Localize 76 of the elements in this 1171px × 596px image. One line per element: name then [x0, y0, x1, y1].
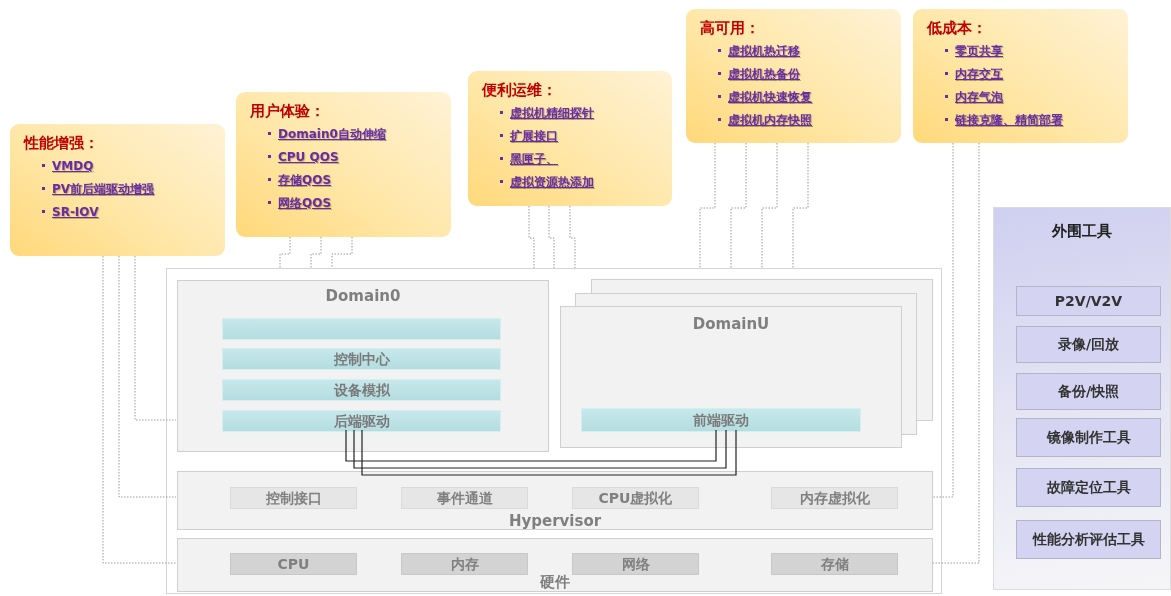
feature-link: 链接克隆、精简部署	[947, 111, 1063, 129]
dotted-connector	[548, 205, 555, 269]
feature-card	[686, 9, 901, 143]
feature-link: 零页共享	[947, 42, 1003, 60]
hardware-bar: 存储	[771, 553, 898, 575]
feature-link: SR-IOV	[44, 203, 99, 221]
dotted-connector	[761, 142, 778, 269]
tool-box: 镜像制作工具	[1016, 418, 1161, 457]
layer-panel	[177, 471, 933, 530]
feature-link: 虚拟机快速恢复	[720, 88, 812, 106]
dotted-connector	[792, 142, 809, 269]
dotted-connector	[118, 255, 177, 498]
dotted-connector	[279, 236, 291, 269]
card-heading: 用户体验：	[250, 102, 326, 121]
layer-panel	[177, 538, 933, 592]
module-bar: 控制中心	[222, 348, 501, 370]
module-bar: 设备模拟	[222, 379, 501, 401]
card-heading: 高可用：	[700, 19, 761, 38]
tool-box: 性能分析评估工具	[1016, 520, 1161, 559]
feature-link: 虚拟资源热添加	[502, 173, 594, 191]
feature-link: Domain0自动伸缩	[270, 125, 386, 143]
feature-link: 网络QOS	[270, 194, 332, 212]
feature-link: PV前后端驱动增强	[44, 180, 155, 198]
feature-link: 虚拟机内存快照	[720, 111, 812, 129]
dotted-connector	[134, 255, 177, 421]
hardware-bar: 内存	[401, 553, 528, 575]
dotted-connector	[310, 236, 322, 269]
panel-title: 硬件	[540, 573, 570, 592]
component-bar: 内存虚拟化	[771, 487, 898, 509]
card-heading: 便利运维：	[482, 81, 558, 100]
tool-box: 故障定位工具	[1016, 468, 1161, 507]
component-bar: 控制接口	[230, 487, 357, 509]
feature-link: 黑匣子、	[502, 150, 558, 168]
dotted-connector	[102, 255, 177, 564]
component-bar: CPU虚拟化	[572, 487, 699, 509]
feature-link: 虚拟机热迁移	[720, 42, 800, 60]
module-bar: 前端驱动	[581, 408, 861, 432]
dotted-connector	[569, 205, 576, 269]
feature-card	[913, 9, 1128, 143]
panel-title: Domain0	[325, 287, 401, 305]
tool-box: P2V/V2V	[1016, 286, 1161, 316]
feature-link: 虚拟机热备份	[720, 65, 800, 83]
dotted-connector	[931, 142, 980, 564]
domain-panel	[177, 280, 549, 452]
hardware-bar: 网络	[572, 553, 699, 575]
feature-link: 内存气泡	[947, 88, 1003, 106]
feature-card	[236, 92, 451, 237]
feature-link: 存储QOS	[270, 171, 332, 189]
feature-link: 内存交互	[947, 65, 1003, 83]
connector-line	[353, 429, 727, 469]
tool-box: 备份/快照	[1016, 373, 1161, 410]
feature-link: CPU QOS	[270, 148, 339, 166]
panel-title: Hypervisor	[508, 512, 602, 530]
dotted-connector	[528, 205, 535, 269]
connector-line	[345, 429, 717, 462]
feature-link: 虚拟机精细探针	[502, 104, 594, 122]
dotted-connector	[730, 142, 747, 269]
hardware-bar: CPU	[230, 553, 357, 575]
panel-title: DomainU	[692, 315, 770, 333]
component-bar: 事件通道	[401, 487, 528, 509]
feature-link: 扩展接口	[502, 127, 558, 145]
tool-box: 录像/回放	[1016, 326, 1161, 363]
dotted-connector	[331, 236, 353, 269]
panel-heading: 外围工具	[1052, 222, 1112, 241]
feature-card	[468, 71, 672, 206]
container-frame	[166, 268, 942, 594]
tools-panel	[993, 207, 1171, 590]
feature-link: VMDQ	[44, 157, 94, 175]
connector-line	[361, 429, 737, 476]
module-bar	[222, 318, 501, 340]
dotted-connector	[699, 142, 716, 269]
dotted-connector	[931, 142, 954, 498]
module-bar: 后端驱动	[222, 410, 501, 432]
feature-card	[10, 124, 225, 256]
card-heading: 性能增强：	[24, 134, 100, 153]
card-heading: 低成本：	[927, 19, 988, 38]
